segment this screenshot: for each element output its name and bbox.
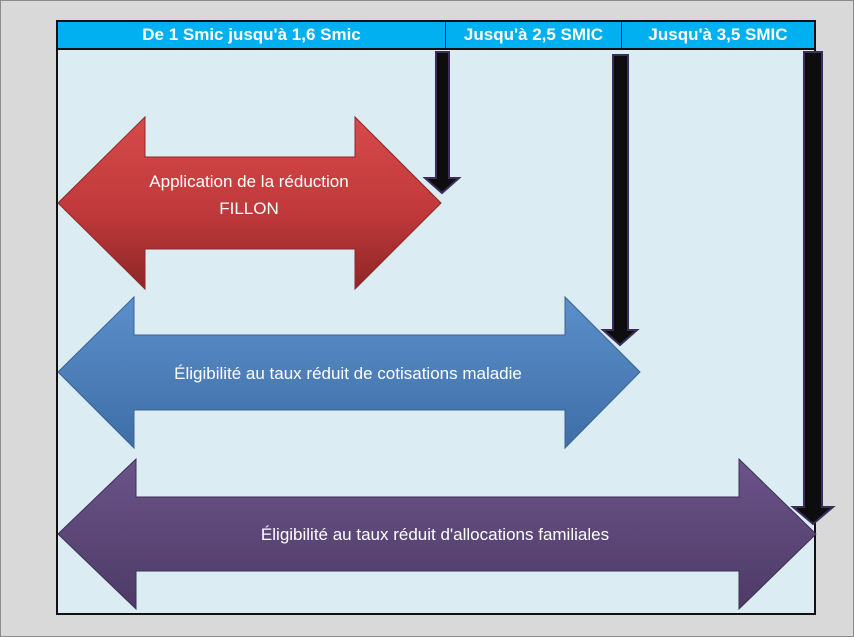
familiales-double-arrow: Éligibilité au taux réduit d'allocations… — [57, 457, 817, 611]
header-cell-3-5-smic: Jusqu'à 3,5 SMIC — [648, 25, 788, 44]
maladie-label: Éligibilité au taux réduit de cotisation… — [174, 364, 522, 383]
pointer-arrow-2-5-smic — [600, 54, 640, 347]
fillon-label-line1: Application de la réduction — [149, 172, 348, 191]
threshold-header: De 1 Smic jusqu'à 1,6 Smic Jusqu'à 2,5 S… — [56, 20, 816, 50]
pointer-arrow-1-6-smic — [422, 51, 462, 195]
fillon-double-arrow: Application de la réduction FILLON — [57, 115, 442, 291]
maladie-double-arrow: Éligibilité au taux réduit de cotisation… — [57, 295, 641, 450]
familiales-label: Éligibilité au taux réduit d'allocations… — [261, 525, 609, 544]
fillon-label-line2: FILLON — [219, 199, 279, 218]
header-cell-1-6-smic: De 1 Smic jusqu'à 1,6 Smic — [58, 22, 446, 48]
header-cell-2-5-smic: Jusqu'à 2,5 SMIC — [446, 22, 622, 48]
pointer-arrow-3-5-smic — [790, 51, 836, 526]
